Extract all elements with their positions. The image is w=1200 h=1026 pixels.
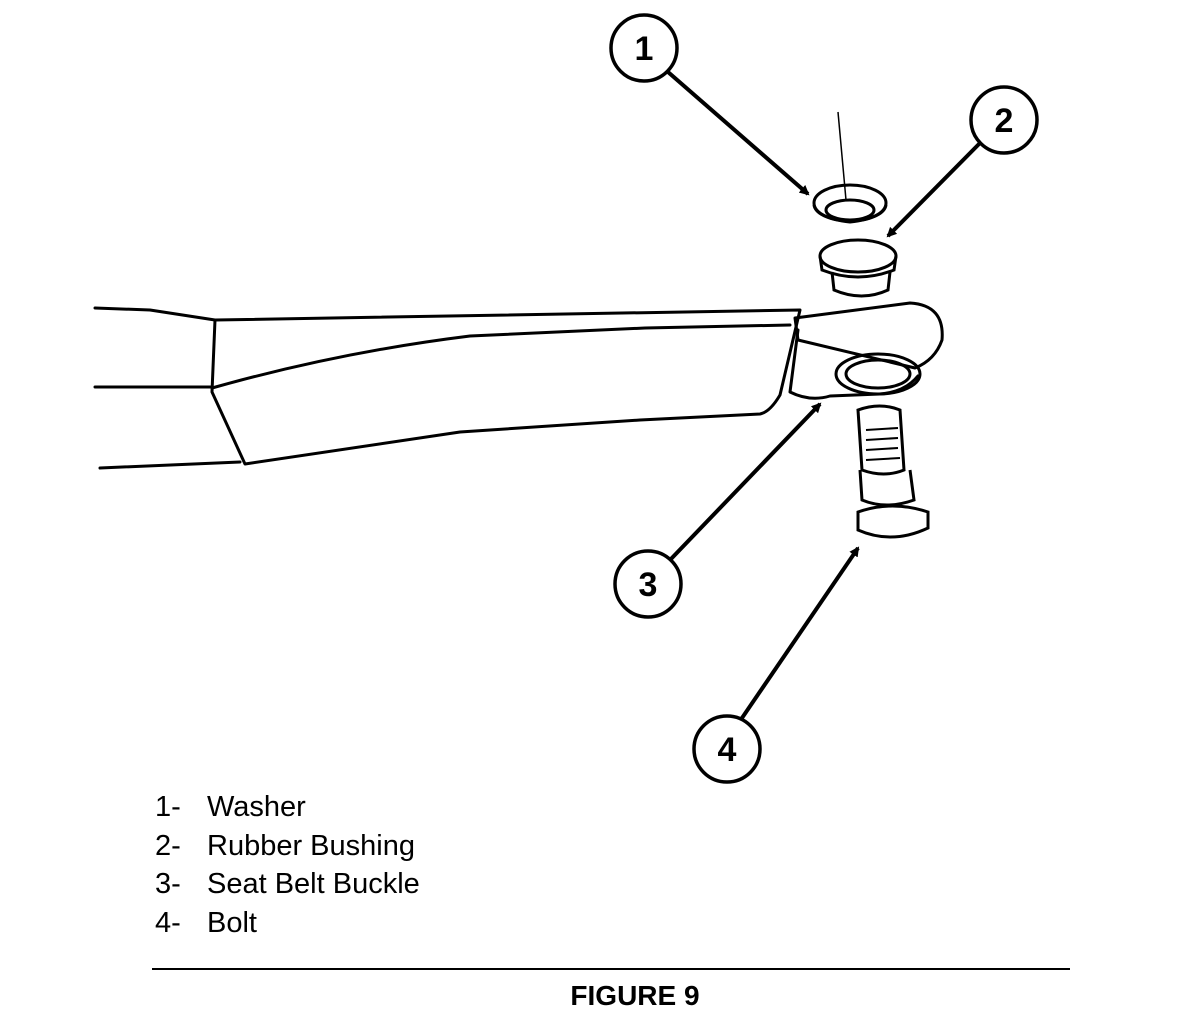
- washer: [812, 183, 888, 224]
- svg-text:3: 3: [639, 566, 658, 604]
- tab-hole-inner: [844, 358, 912, 390]
- arrow-1: [666, 70, 810, 196]
- buckle-body: [210, 308, 802, 466]
- callout-1: 1: [609, 13, 679, 83]
- figure-caption: FIGURE 9: [570, 980, 700, 1011]
- strap-top-edge: [93, 306, 217, 322]
- svg-text:1: 1: [635, 30, 654, 68]
- parts-legend: 1- Washer 2- Rubber Bushing 3- Seat Belt…: [155, 788, 420, 942]
- rubber-bushing: [818, 238, 898, 298]
- seat-belt-buckle: [93, 301, 944, 470]
- legend-number: 1-: [155, 791, 181, 823]
- buckle-crease: [210, 323, 792, 390]
- legend-item: 4- Bolt: [155, 904, 420, 943]
- leader-arrows: [666, 70, 982, 720]
- legend-item: 2- Rubber Bushing: [155, 827, 420, 866]
- arrow-4: [740, 546, 860, 720]
- callout-4: 4: [692, 714, 762, 784]
- caption-divider: [152, 968, 1070, 970]
- legend-label: Rubber Bushing: [207, 829, 415, 862]
- callout-3: 3: [613, 549, 683, 619]
- legend-label: Bolt: [207, 906, 257, 939]
- legend-item: 3- Seat Belt Buckle: [155, 865, 420, 904]
- legend-label: Washer: [207, 791, 306, 823]
- legend-number: 3-: [155, 868, 181, 900]
- arrow-2: [886, 141, 982, 238]
- legend-item: 1- Washer: [155, 788, 420, 827]
- svg-text:4: 4: [718, 731, 737, 769]
- mounting-tab: [793, 301, 944, 370]
- bolt: [856, 404, 930, 539]
- legend-number: 4-: [155, 906, 181, 939]
- strap-bottom-edge: [98, 460, 242, 470]
- arrow-3: [668, 402, 822, 562]
- svg-text:2: 2: [995, 102, 1014, 140]
- legend-number: 2-: [155, 829, 181, 862]
- callout-2: 2: [969, 85, 1039, 155]
- legend-label: Seat Belt Buckle: [207, 868, 420, 900]
- mounting-tab-lower: [788, 328, 920, 400]
- tab-hole: [834, 352, 922, 396]
